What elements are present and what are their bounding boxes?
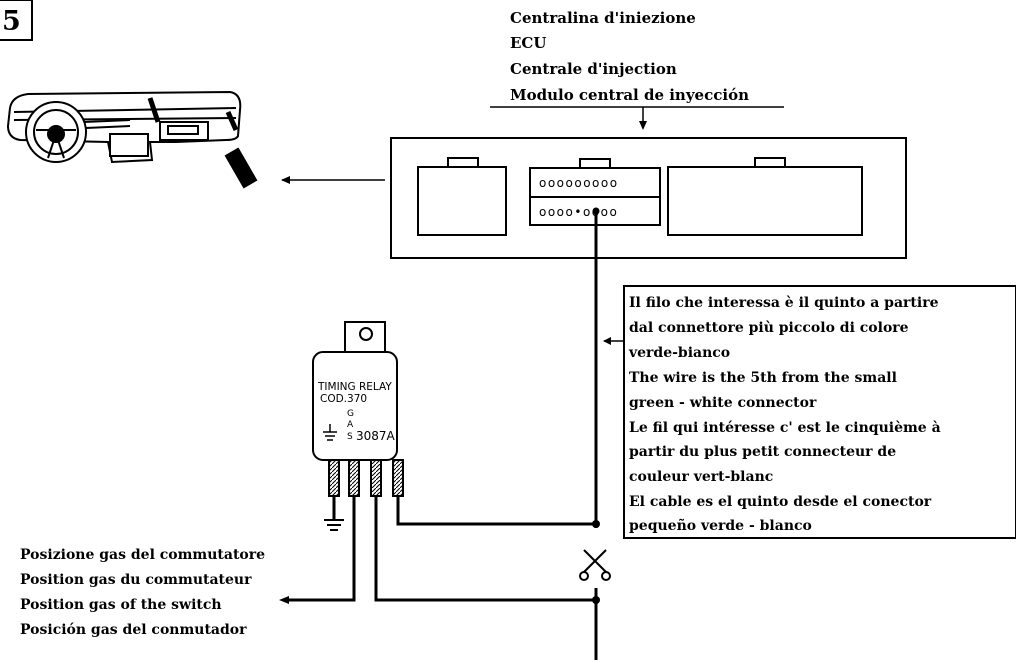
note-line-5: green - white connector xyxy=(629,395,817,411)
ecu-title-fr: Centrale d'injection xyxy=(510,60,677,78)
ecu-pointer-arrow xyxy=(639,121,647,130)
car-dashboard-icon xyxy=(6,90,258,189)
note-line-7: partir du plus petit connecteur de xyxy=(629,444,896,460)
relay-pin-1 xyxy=(328,459,340,497)
scissors-icon xyxy=(579,549,611,581)
junction-lower xyxy=(592,596,600,604)
switch-label-en: Position gas of the switch xyxy=(20,597,222,613)
signal-wire xyxy=(592,207,600,660)
note-line-1: Il filo che interessa è il quinto a part… xyxy=(629,295,939,311)
relay-gas-g: G xyxy=(347,409,354,419)
pins-row-bottom: oooo•oooo xyxy=(539,205,618,219)
ground-symbol-icon xyxy=(323,424,337,441)
switch-label-es: Posición gas del conmutador xyxy=(20,622,247,638)
ecu-unit: ooooooooo oooo•oooo xyxy=(390,137,907,259)
relay-code: COD.370 xyxy=(320,393,367,405)
note-line-9: El cable es el quinto desde el conector xyxy=(629,494,932,510)
switch-wire xyxy=(285,496,356,602)
relay-pin-3 xyxy=(370,459,382,497)
timing-relay: TIMING RELAY COD.370 G A S 3087A xyxy=(312,321,404,497)
note-line-10: pequeño verde - blanco xyxy=(629,517,812,534)
arrow-icon xyxy=(279,596,289,604)
ecu-connector-left xyxy=(417,166,507,236)
figure-number-box: 5 xyxy=(0,0,33,41)
note-line-6: Le fil qui intéresse c' est le cinquième… xyxy=(629,420,941,436)
switch-label-fr: Position gas du commutateur xyxy=(20,572,252,588)
ecu-title-en: ECU xyxy=(510,34,546,52)
relay-gas-s: S xyxy=(347,432,353,442)
note-line-8: couleur vert-blanc xyxy=(629,469,773,485)
ecu-connector-right xyxy=(667,166,863,236)
wire-note-box: Il filo che interessa è il quinto a part… xyxy=(623,285,1016,539)
ecu-title-es: Modulo central de inyección xyxy=(510,86,749,104)
pins-row-top: ooooooooo xyxy=(539,176,619,190)
note-line-3: verde-bianco xyxy=(628,345,730,361)
note-line-4: The wire is the 5th from the small xyxy=(629,370,897,386)
note-line-2: dal connettore più piccolo di colore xyxy=(629,320,909,336)
relay-mount-hole xyxy=(359,327,373,341)
relay-wiring xyxy=(285,496,600,604)
relay-gas-a: A xyxy=(347,420,354,430)
junction-upper xyxy=(592,520,600,528)
relay-pin-2 xyxy=(348,459,360,497)
ecu-connector-left-tab xyxy=(447,157,479,168)
relay-label: TIMING RELAY xyxy=(317,381,392,393)
switch-note: Posizione gas del commutatore Position g… xyxy=(20,547,265,638)
ecu-connector-right-tab xyxy=(754,157,786,168)
ecu-title-it: Centralina d'iniezione xyxy=(510,9,696,27)
relay-part-number: 3087A xyxy=(356,429,396,443)
relay-pin-4 xyxy=(392,459,404,497)
note-pointer xyxy=(603,337,624,345)
ecu-location-arrow xyxy=(281,176,385,184)
ecu-return-wire xyxy=(374,496,596,602)
ecu-title-block: Centralina d'iniezione ECU Centrale d'in… xyxy=(490,9,784,130)
relay-to-ecu-wire xyxy=(396,496,596,526)
relay-body xyxy=(312,351,398,461)
switch-label-it: Posizione gas del commutatore xyxy=(20,547,265,563)
figure-number: 5 xyxy=(2,6,21,37)
ecu-connector-mid-tab xyxy=(579,158,611,169)
arrow-icon xyxy=(281,176,290,184)
